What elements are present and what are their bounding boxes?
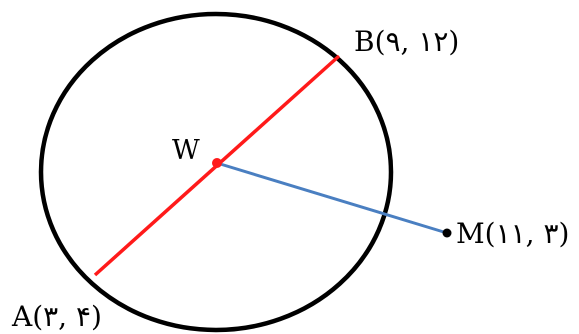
label-point-a: A(۳, ۴) [11,300,102,333]
circle-outline [38,11,394,333]
segment-wm [216,161,448,235]
center-point-w [212,158,222,168]
label-point-b: B(۹, ۱۲) [354,25,459,58]
label-center-w: W [172,135,200,166]
label-point-m: M(۱۱, ۳) [456,217,569,250]
point-m-dot [442,228,452,238]
